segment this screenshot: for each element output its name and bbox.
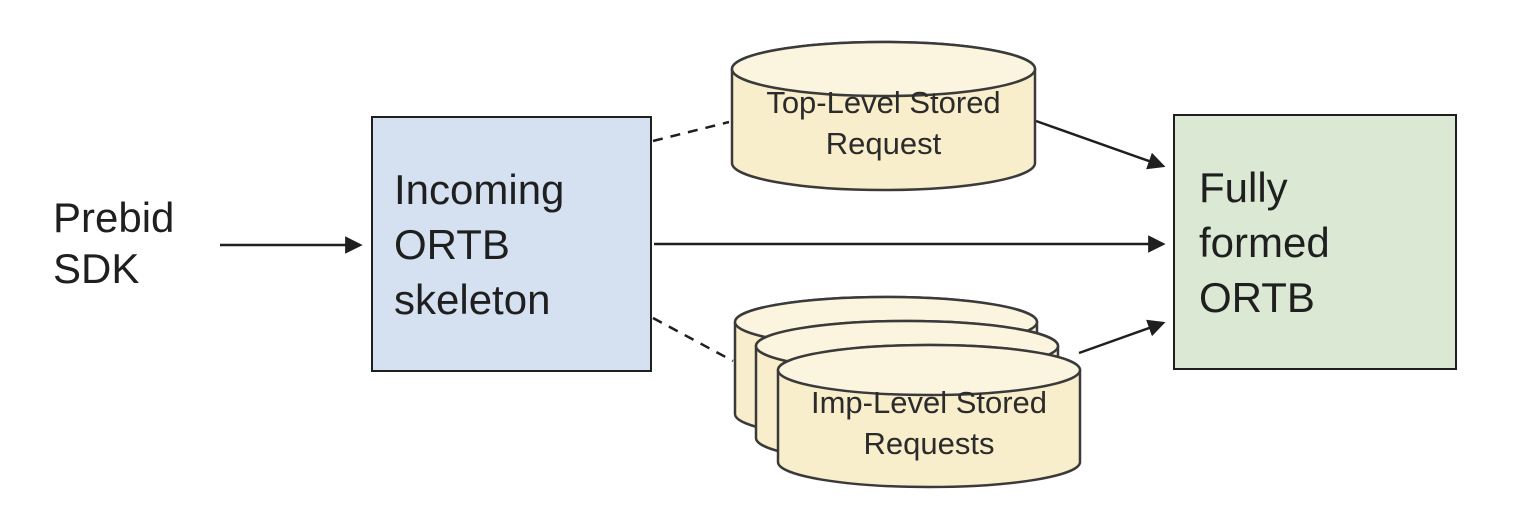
imp-level-stored-requests-label: Imp-Level Stored Requests (810, 385, 1048, 461)
imp-stored-to-fully-formed-arrow (1078, 319, 1166, 355)
stack-cylinder-front (776, 343, 1082, 489)
prebid-sdk-label: Prebid SDK (53, 194, 175, 292)
fully-formed-ortb-label: Fully formed ORTB (1199, 163, 1330, 321)
cylinder-top (776, 343, 1082, 397)
incoming-ortb-skeleton-box: Incoming ORTB skeleton (371, 116, 652, 372)
top-level-stored-request-label: Top-Level Stored Request (766, 85, 1001, 161)
top-level-stored-request-cylinder (730, 40, 1037, 192)
imp-level-stored-requests-cylinder-stack (733, 295, 1082, 489)
top-stored-to-fully-formed-arrow (1035, 119, 1166, 170)
incoming-to-imp-stored-dashed-line (652, 316, 734, 363)
incoming-to-top-stored-dashed-line (652, 120, 730, 143)
incoming-ortb-skeleton-label: Incoming ORTB skeleton (394, 165, 565, 323)
cylinder-top (730, 40, 1037, 98)
fully-formed-ortb-box: Fully formed ORTB (1173, 114, 1457, 370)
